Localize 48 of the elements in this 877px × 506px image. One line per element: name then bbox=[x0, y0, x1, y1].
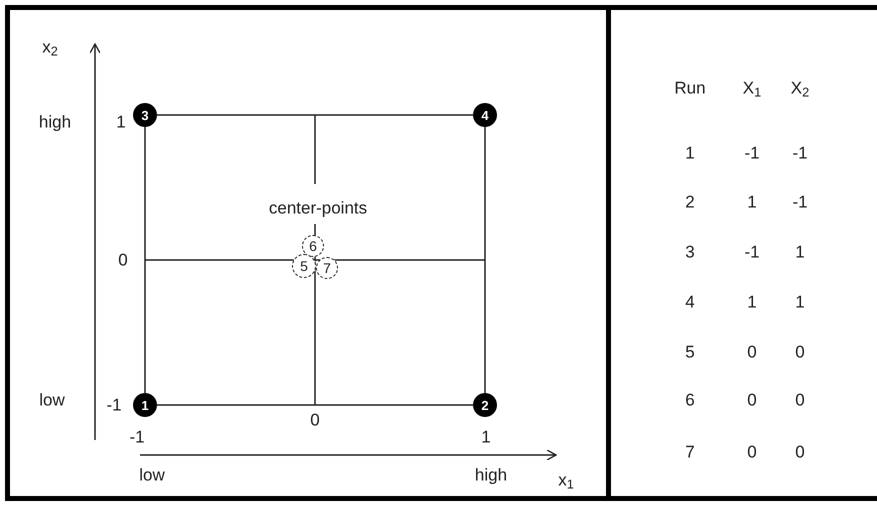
center-point: 7 bbox=[316, 257, 338, 279]
table-value: -1 bbox=[792, 144, 808, 162]
table-value: 1 bbox=[795, 244, 805, 260]
table-value: 3 bbox=[685, 244, 695, 260]
annotation-text: center-points bbox=[268, 200, 368, 216]
column-header: Run bbox=[674, 80, 706, 96]
table-value: 7 bbox=[685, 444, 695, 460]
axis-level: low bbox=[139, 466, 165, 484]
connector-line bbox=[144, 127, 146, 393]
table-value: 1 bbox=[747, 194, 757, 210]
table-value: 0 bbox=[747, 344, 757, 360]
design-point: 4 bbox=[473, 103, 497, 127]
center-point: 6 bbox=[302, 235, 324, 257]
connector-line bbox=[484, 127, 486, 393]
axis-level: high bbox=[38, 114, 72, 130]
design-point: 2 bbox=[473, 393, 497, 417]
connector-line bbox=[157, 114, 473, 116]
center-point: 5 bbox=[292, 254, 316, 278]
table-value: 0 bbox=[795, 344, 805, 360]
table-value: 6 bbox=[685, 392, 695, 408]
axis-title: x$_{2}$ bbox=[42, 38, 58, 56]
axis-level: low bbox=[39, 392, 65, 408]
table-value: 2 bbox=[685, 194, 695, 210]
table-value: 4 bbox=[685, 294, 695, 310]
tick-label: -1 bbox=[106, 396, 122, 414]
tick-label: 1 bbox=[116, 114, 126, 130]
table-value: -1 bbox=[744, 144, 760, 162]
axis-title: x$_{1}$ bbox=[558, 472, 574, 488]
tick-label: 0 bbox=[118, 252, 128, 268]
tick-label: -1 bbox=[129, 428, 145, 446]
table-value: 1 bbox=[685, 144, 695, 162]
column-header: X$_{2}$ bbox=[790, 80, 810, 96]
tick-label: 1 bbox=[481, 428, 491, 446]
design-point: 1 bbox=[133, 393, 157, 417]
table-value: 0 bbox=[795, 444, 805, 460]
design-point: 3 bbox=[133, 103, 157, 127]
table-value: 1 bbox=[747, 294, 757, 310]
tick-label: 0 bbox=[310, 412, 320, 428]
table-value: 5 bbox=[685, 344, 695, 360]
column-header: X$_{1}$ bbox=[742, 80, 762, 96]
table-value: 0 bbox=[747, 444, 757, 460]
table-value: 0 bbox=[795, 392, 805, 408]
table-value: -1 bbox=[744, 244, 760, 260]
axis-level: high bbox=[474, 466, 508, 484]
table-value: 1 bbox=[795, 294, 805, 310]
table-value: 0 bbox=[747, 392, 757, 408]
table-value: -1 bbox=[792, 194, 808, 210]
connector-line bbox=[157, 404, 473, 406]
